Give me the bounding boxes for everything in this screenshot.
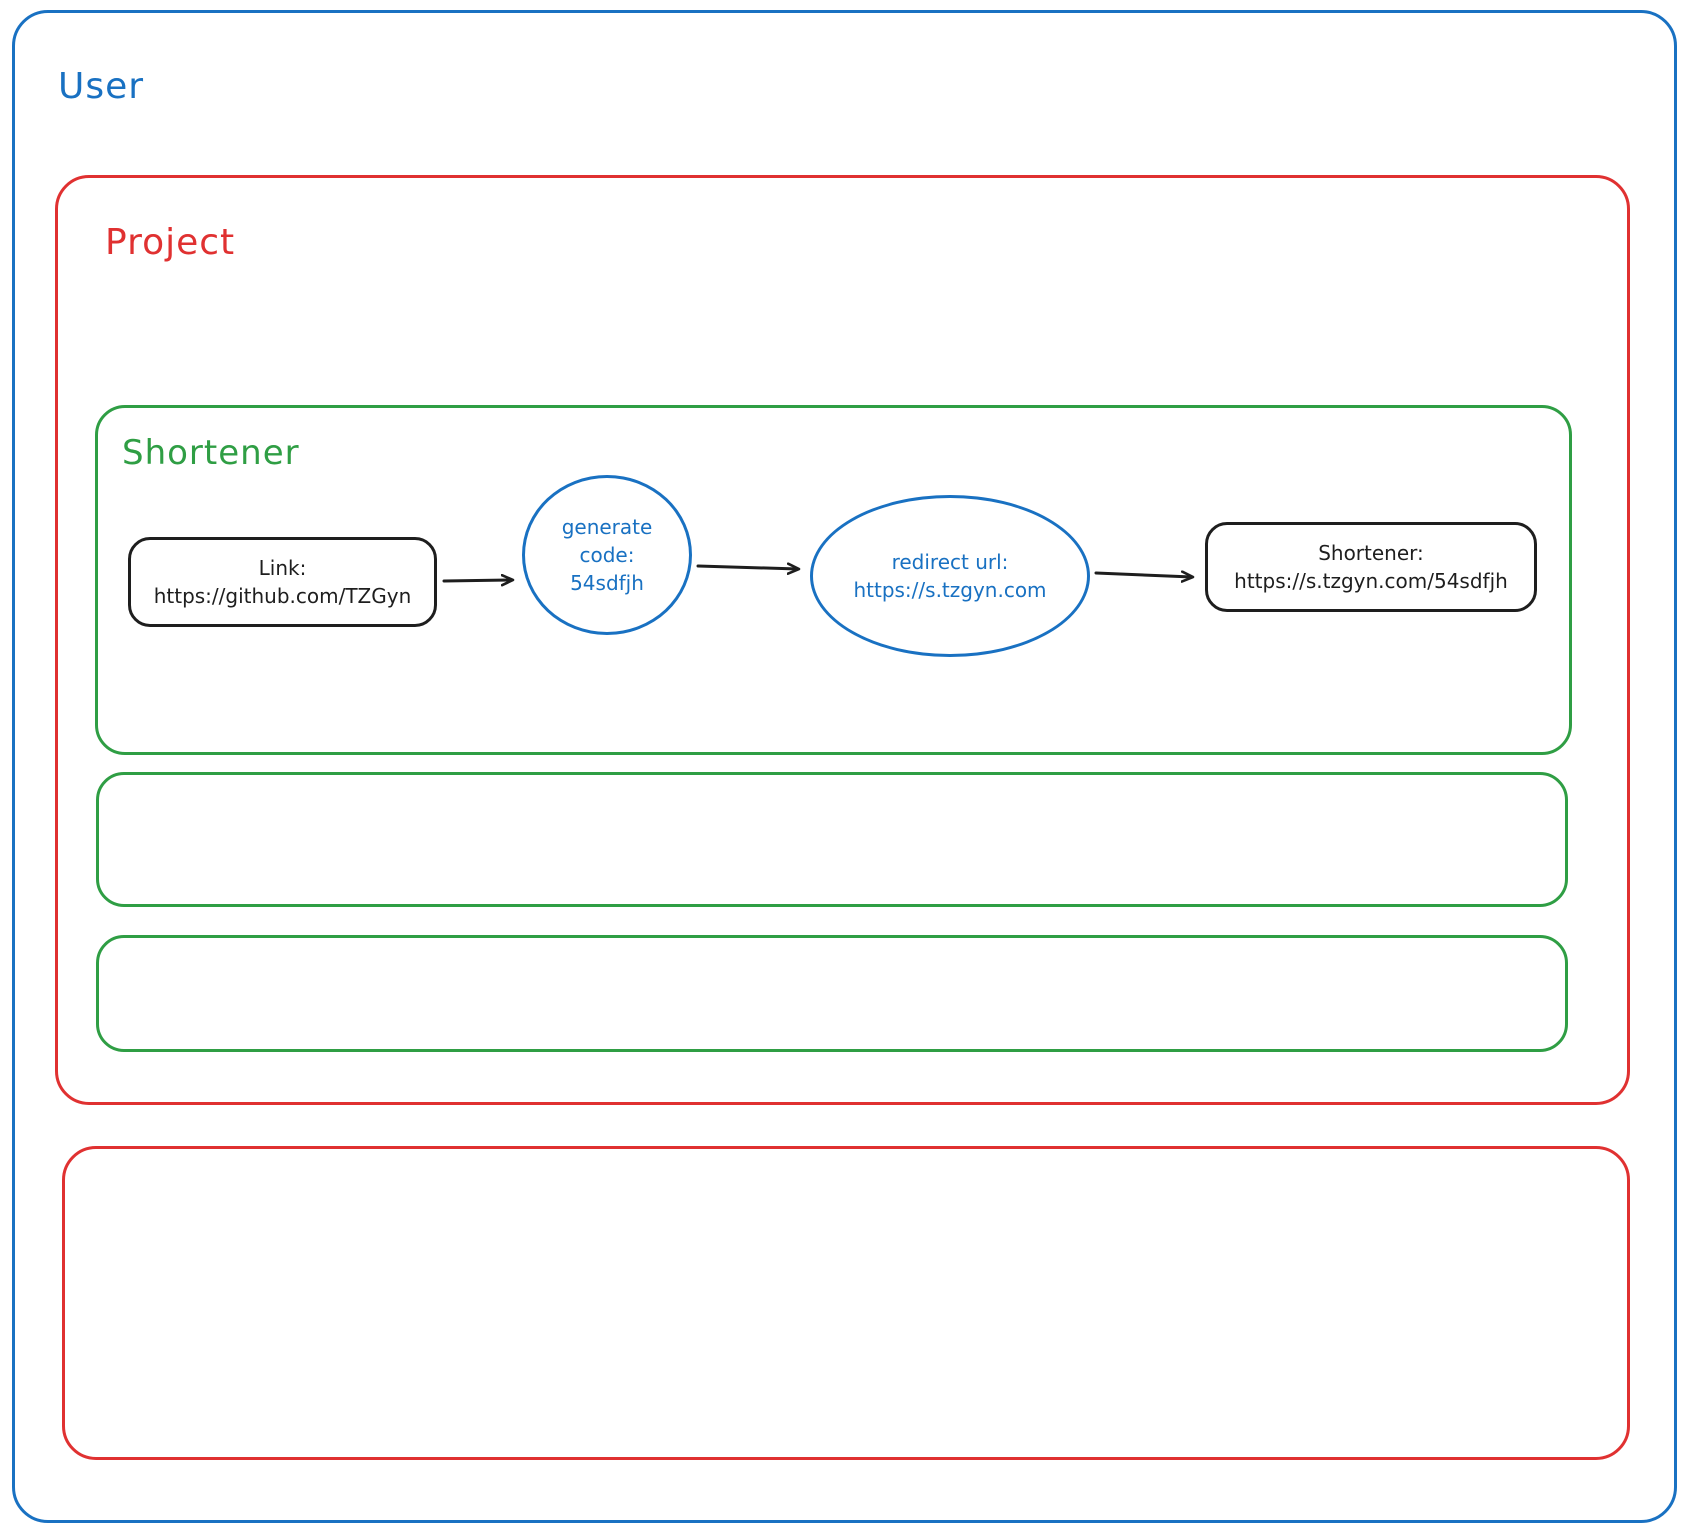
shortener-result-node[interactable]: Shortener: https://s.tzgyn.com/54sdfjh xyxy=(1205,522,1537,612)
project-container[interactable]: Project Shortener Link: https://github.c… xyxy=(55,175,1630,1105)
shortener-result-url: https://s.tzgyn.com/54sdfjh xyxy=(1234,569,1508,593)
user-label: User xyxy=(58,66,145,107)
shortener-container[interactable]: Shortener Link: https://github.com/TZGyn… xyxy=(95,405,1572,755)
project-label: Project xyxy=(105,222,236,263)
link-node-url: https://github.com/TZGyn xyxy=(153,584,412,608)
generate-code-line2: code: xyxy=(579,543,635,567)
shortener-label: Shortener xyxy=(122,433,300,473)
empty-green-row-2[interactable] xyxy=(96,935,1568,1052)
redirect-url-value: https://s.tzgyn.com xyxy=(853,578,1047,602)
redirect-url-title: redirect url: xyxy=(891,550,1009,574)
link-node[interactable]: Link: https://github.com/TZGyn xyxy=(128,537,437,627)
redirect-url-node[interactable]: redirect url: https://s.tzgyn.com xyxy=(810,495,1090,657)
generate-code-node[interactable]: generate code: 54sdfjh xyxy=(522,475,692,635)
user-container[interactable]: User Project Shortener Link: https://git… xyxy=(12,10,1677,1523)
empty-red-box[interactable] xyxy=(62,1146,1630,1460)
link-node-title: Link: xyxy=(258,556,307,580)
generate-code-value: 54sdfjh xyxy=(570,571,644,595)
generate-code-line1: generate xyxy=(561,515,653,539)
empty-green-row-1[interactable] xyxy=(96,772,1568,907)
shortener-result-title: Shortener: xyxy=(1318,541,1424,565)
